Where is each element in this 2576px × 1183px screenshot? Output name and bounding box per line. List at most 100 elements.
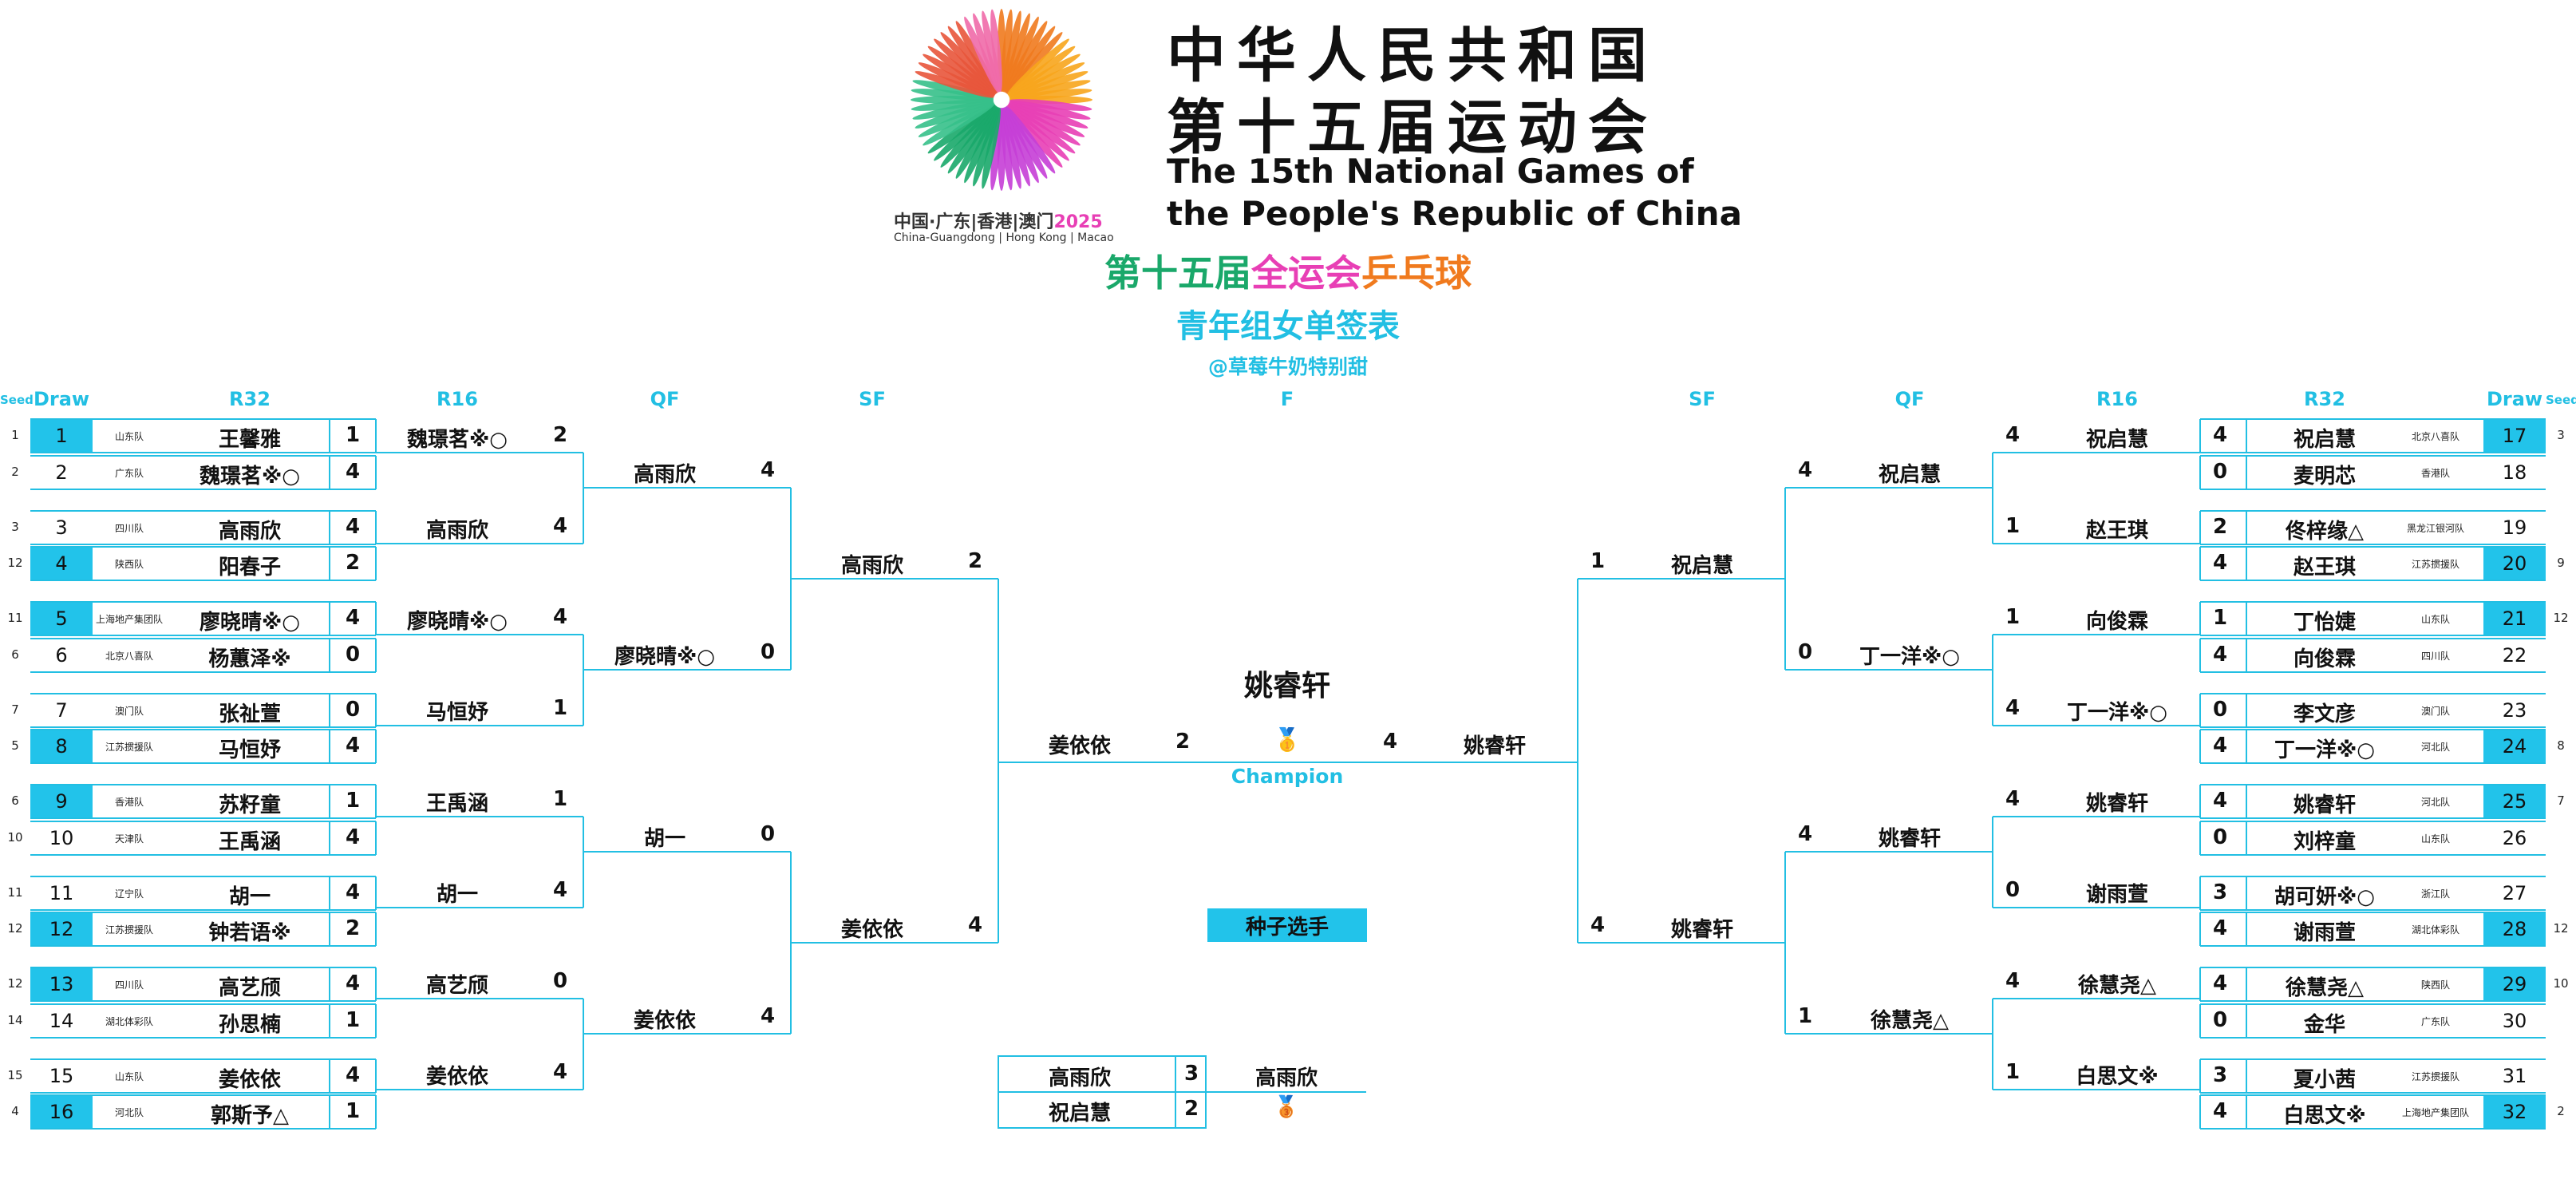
player-name: 高雨欣 [633,463,696,487]
player-name: 谢雨萱 [2293,921,2356,945]
team-name: 江苏掼援队 [2411,1070,2459,1082]
bracket-line [2200,601,2546,603]
bracket-line [2199,693,2201,727]
seed-number: 3 [11,519,19,534]
draw-number: 27 [2502,881,2527,904]
team-name: 江苏掼援队 [2411,559,2459,570]
bracket-line [329,876,330,910]
player-name: 张祉萱 [218,702,281,726]
third-place-p2-name: 祝启慧 [1048,1102,1111,1126]
match-score: 4 [2212,642,2228,667]
bracket-line [2246,693,2247,727]
match-score: 4 [760,1004,776,1028]
draw-number: 10 [49,826,74,849]
bracket-line [583,487,791,489]
team-name: 河北队 [2420,797,2450,808]
bracket-line [1785,487,1993,489]
player-name: 谢雨萱 [2085,883,2148,907]
bracket-line [1993,907,2200,908]
final-right-name: 姚睿轩 [1463,734,1526,758]
team-name: 浙江队 [2420,888,2450,900]
player-name: 祝启慧 [2085,428,2148,452]
player-name: 徐慧尧△ [2286,976,2364,1000]
bracket-line [2200,543,2546,545]
draw-number: 7 [55,698,68,722]
seed-number: 2 [2557,1104,2565,1118]
match-score: 3 [2212,1062,2228,1087]
match-score: 4 [2005,696,2021,720]
bracket-line [30,418,376,420]
player-name: 徐慧尧△ [1871,1009,1949,1033]
header-r32-right: R32 [2304,388,2345,410]
bracket-line [2246,547,2247,580]
player-name: 赵王琪 [2085,519,2148,543]
header-draw-right: Draw [2486,388,2543,410]
player-name: 向俊霖 [2293,647,2356,671]
bracket-line [2246,876,2247,910]
bracket-line [2199,912,2201,946]
player-name: 魏璟茗※○ [200,464,300,489]
match-score: 4 [345,734,361,758]
bracket-line [2246,1095,2247,1129]
match-score: 1 [345,1007,361,1032]
bracket-line [30,853,376,856]
team-name: 澳门队 [2420,705,2450,717]
header-r16-left: R16 [437,388,478,410]
bracket-line [329,785,330,818]
seed-number: 8 [2557,738,2565,753]
bracket-line [30,1091,376,1094]
bracket-line [2246,455,2247,489]
bracket-line [2246,967,2247,1001]
emblem-petal [1001,9,1013,93]
player-name: 王禹涵 [425,792,488,816]
player-name: 姚睿轩 [1878,827,1941,851]
team-name: 澳门队 [114,705,144,717]
player-name: 徐慧尧△ [2078,974,2156,998]
player-name: 廖晓晴※○ [200,611,300,635]
bracket-line [2200,1128,2546,1130]
player-name: 刘梓童 [2293,829,2356,854]
bracket-line [375,455,377,489]
bracket-line [2246,510,2247,544]
bracket-line [375,1095,377,1129]
bracket-line [30,945,376,947]
match-score: 2 [2212,514,2228,539]
match-score: 2 [967,549,983,573]
match-score: 4 [552,878,568,902]
seed-number: 1 [11,428,19,442]
draw-number: 23 [2502,698,2527,722]
credit-text: @草莓牛奶特别甜 [1207,355,1368,378]
team-name: 香港队 [2420,467,2450,479]
draw-subtitle: 青年组女单签表 [1176,308,1400,345]
bracket-line [791,578,998,580]
header-qf-left: QF [650,388,680,410]
bracket-line [2199,547,2201,580]
match-score: 4 [967,913,983,937]
player-name: 胡一 [436,883,478,907]
bracket-line [375,912,377,946]
emblem-petal [990,107,1002,191]
draw-number: 20 [2483,548,2546,580]
bracket-line [375,730,377,763]
bracket-line [329,912,330,946]
bracket-line [998,579,999,943]
bracket-line [2200,1091,2546,1094]
bracket-line [583,817,584,908]
bracket-line [2199,876,2201,910]
seed-number: 2 [11,464,19,479]
bracket-line [30,1036,376,1039]
player-name: 白思文※ [2283,1104,2366,1128]
match-score: 0 [2212,825,2228,849]
bracket-line [2200,546,2546,548]
bracket-line [1993,1089,2200,1090]
bracket-line [30,762,376,764]
title-en-line2: the People's Republic of China [1167,194,1742,233]
emblem-petal [911,89,994,101]
match-score: 4 [552,605,568,629]
bracket-line [1577,579,1578,943]
bracket-line [30,692,376,694]
player-name: 王禹涵 [218,829,281,854]
match-score: 4 [1590,913,1606,937]
match-score: 4 [2005,423,2021,447]
bracket-line [30,488,376,490]
